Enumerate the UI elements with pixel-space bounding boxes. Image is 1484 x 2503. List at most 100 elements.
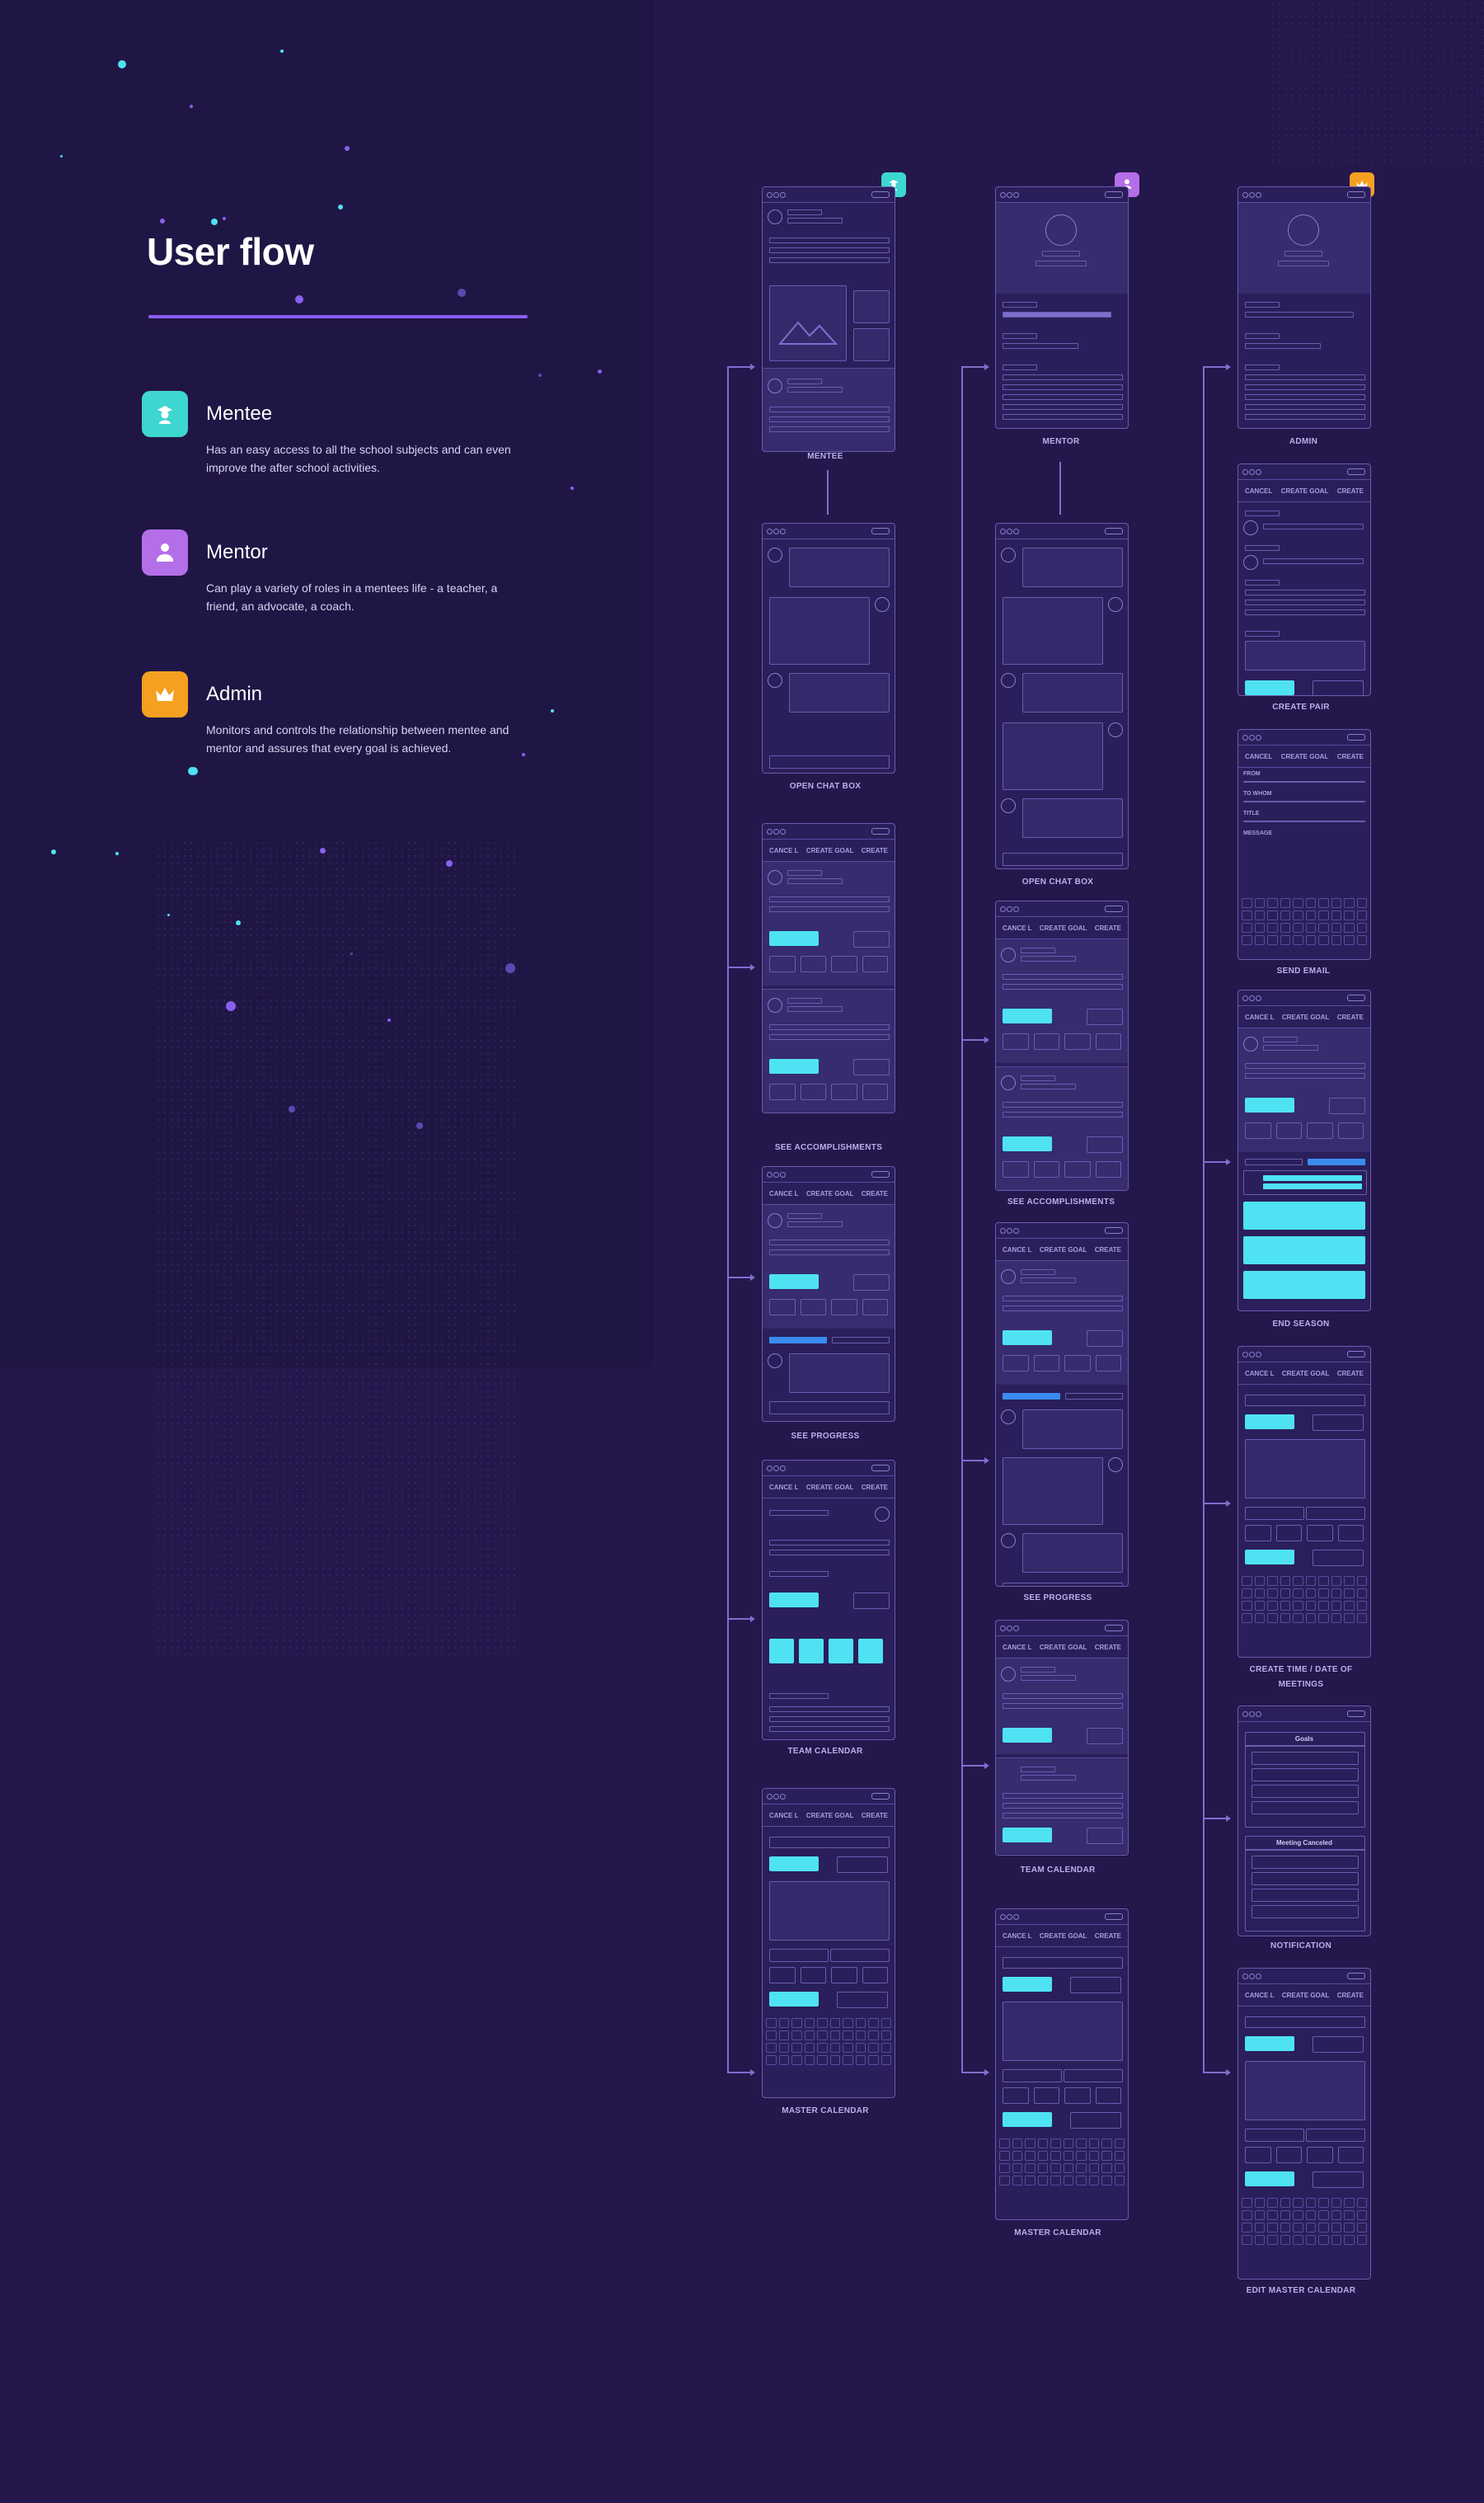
flow-connector (827, 470, 829, 515)
tab-create-goal[interactable]: CREATE GOAL (805, 1483, 854, 1491)
tab-cancel[interactable]: CANCE L (1003, 1643, 1032, 1651)
tab-cancel[interactable]: CANCEL (1245, 752, 1273, 760)
flow-arrow (750, 964, 755, 971)
tab-cancel[interactable]: CANCE L (769, 846, 799, 854)
screen-label: END SEASON (1272, 1320, 1330, 1329)
screen-mentor-see-progress[interactable]: CANCE L CREATE GOAL CREATE (995, 1222, 1129, 1587)
star-decoration (551, 709, 554, 713)
tab-create-goal[interactable]: CREATE GOAL (1039, 1931, 1087, 1940)
screen-label: CREATE PAIR (1272, 703, 1330, 712)
screen-label: MENTOR (1042, 437, 1080, 446)
flow-connector (961, 1765, 986, 1767)
flow-connector (1203, 1161, 1228, 1163)
screen-label: SEND EMAIL (1276, 967, 1331, 976)
role-description: Has an easy access to all the school sub… (206, 443, 511, 474)
role-mentor: Mentor Can play a variety of roles in a … (142, 529, 521, 620)
star-decoration (167, 914, 170, 916)
tab-cancel[interactable]: CANCE L (769, 1811, 799, 1819)
tab-cancel[interactable]: CANCEL (1245, 487, 1273, 495)
star-decoration (289, 1106, 295, 1113)
tab-create-goal[interactable]: CREATE GOAL (1281, 1369, 1330, 1377)
screen-mentee-open-chat-box[interactable] (762, 523, 895, 774)
tab-create[interactable]: CREATE (1336, 752, 1364, 760)
screen-label: SEE ACCOMPLISHMENTS (1007, 1197, 1115, 1207)
tab-create[interactable]: CREATE (861, 1483, 888, 1491)
star-decoration (446, 860, 453, 867)
dot-pattern (1270, 0, 1484, 165)
star-decoration (236, 920, 241, 925)
tab-create[interactable]: CREATE (861, 1811, 888, 1819)
screen-mentor-master-calendar[interactable]: CANCE L CREATE GOAL CREATE (995, 1908, 1129, 2220)
tab-create[interactable]: CREATE (1094, 1643, 1121, 1651)
tab-create-goal[interactable]: CREATE GOAL (1039, 1643, 1087, 1651)
screen-label: TEAM CALENDAR (1020, 1865, 1096, 1875)
tab-create[interactable]: CREATE (861, 846, 888, 854)
tab-create[interactable]: CREATE (1336, 1013, 1364, 1021)
screen-mentee-see-progress[interactable]: CANCE L CREATE GOAL CREATE (762, 1166, 895, 1422)
flow-arrow (750, 1274, 755, 1281)
tab-create-goal[interactable]: CREATE GOAL (805, 1811, 854, 1819)
tab-cancel[interactable]: CANCE L (1003, 1245, 1032, 1254)
flow-arrow (750, 1616, 755, 1622)
flow-arrow (984, 2069, 989, 2076)
dot-pattern (155, 840, 516, 1656)
screen-admin-profile[interactable] (1237, 186, 1371, 429)
tab-cancel[interactable]: CANCE L (1003, 1931, 1032, 1940)
tab-create[interactable]: CREATE (861, 1189, 888, 1197)
flow-arrow (1226, 364, 1231, 370)
graduate-icon (142, 391, 188, 437)
tab-create[interactable]: CREATE (1336, 1991, 1364, 1999)
screen-admin-create-meetings[interactable]: CANCE L CREATE GOAL CREATE (1237, 1346, 1371, 1658)
screen-mentee-master-calendar[interactable]: CANCE L CREATE GOAL CREATE (762, 1788, 895, 2098)
tab-create[interactable]: CREATE (1336, 487, 1364, 495)
tab-create-goal[interactable]: CREATE GOAL (1281, 1013, 1330, 1021)
flow-connector (727, 1277, 752, 1278)
screen-admin-notification[interactable]: Goals Meeting Canceled (1237, 1706, 1371, 1936)
tab-create[interactable]: CREATE (1094, 924, 1121, 932)
tab-create-goal[interactable]: CREATE GOAL (805, 1189, 854, 1197)
screen-mentor-open-chat-box[interactable] (995, 523, 1129, 869)
star-decoration (538, 374, 542, 377)
screen-mentee-see-accomplishments[interactable]: CANCE L CREATE GOAL CREATE (762, 823, 895, 1113)
tab-create-goal[interactable]: CREATE GOAL (1280, 487, 1329, 495)
tab-cancel[interactable]: CANCE L (1245, 1991, 1275, 1999)
screen-mentor-profile[interactable] (995, 186, 1129, 429)
tab-cancel[interactable]: CANCE L (1245, 1013, 1275, 1021)
star-decoration (118, 60, 126, 68)
screen-mentor-team-calendar[interactable]: CANCE L CREATE GOAL CREATE (995, 1620, 1129, 1856)
star-decoration (598, 369, 602, 374)
star-decoration (345, 146, 350, 151)
screen-mentee-profile[interactable] (762, 186, 895, 452)
tab-create-goal[interactable]: CREATE GOAL (805, 846, 854, 854)
tab-create-goal[interactable]: CREATE GOAL (1039, 1245, 1087, 1254)
screen-mentee-team-calendar[interactable]: CANCE L CREATE GOAL CREATE (762, 1460, 895, 1740)
tab-create-goal[interactable]: CREATE GOAL (1281, 1991, 1330, 1999)
tab-cancel[interactable]: CANCE L (769, 1483, 799, 1491)
email-message-label: MESSAGE (1243, 830, 1273, 836)
role-mentee: Mentee Has an easy access to all the sch… (142, 391, 521, 482)
flow-connector (1203, 1818, 1228, 1819)
tab-create-goal[interactable]: CREATE GOAL (1280, 752, 1329, 760)
page-title: User flow (147, 230, 314, 273)
star-decoration (51, 849, 56, 854)
tab-create[interactable]: CREATE (1094, 1931, 1121, 1940)
tab-cancel[interactable]: CANCE L (1245, 1369, 1275, 1377)
screen-mentor-see-accomplishments[interactable]: CANCE L CREATE GOAL CREATE (995, 901, 1129, 1191)
flow-connector (961, 366, 963, 2073)
tab-create-goal[interactable]: CREATE GOAL (1039, 924, 1087, 932)
screen-admin-edit-master-calendar[interactable]: CANCE L CREATE GOAL CREATE (1237, 1968, 1371, 2280)
screen-admin-end-season[interactable]: CANCE L CREATE GOAL CREATE (1237, 990, 1371, 1311)
screen-label: ADMIN (1289, 437, 1318, 446)
tab-cancel[interactable]: CANCE L (769, 1189, 799, 1197)
title-underline (148, 315, 528, 318)
flow-arrow (1226, 1500, 1231, 1507)
tab-create[interactable]: CREATE (1336, 1369, 1364, 1377)
tab-create[interactable]: CREATE (1094, 1245, 1121, 1254)
tab-cancel[interactable]: CANCE L (1003, 924, 1032, 932)
screen-admin-create-pair[interactable]: CANCEL CREATE GOAL CREATE (1237, 463, 1371, 696)
star-decoration (226, 1001, 236, 1011)
flow-connector (961, 1460, 986, 1461)
screen-label: SEE PROGRESS (791, 1432, 860, 1441)
flow-connector (727, 366, 729, 2073)
